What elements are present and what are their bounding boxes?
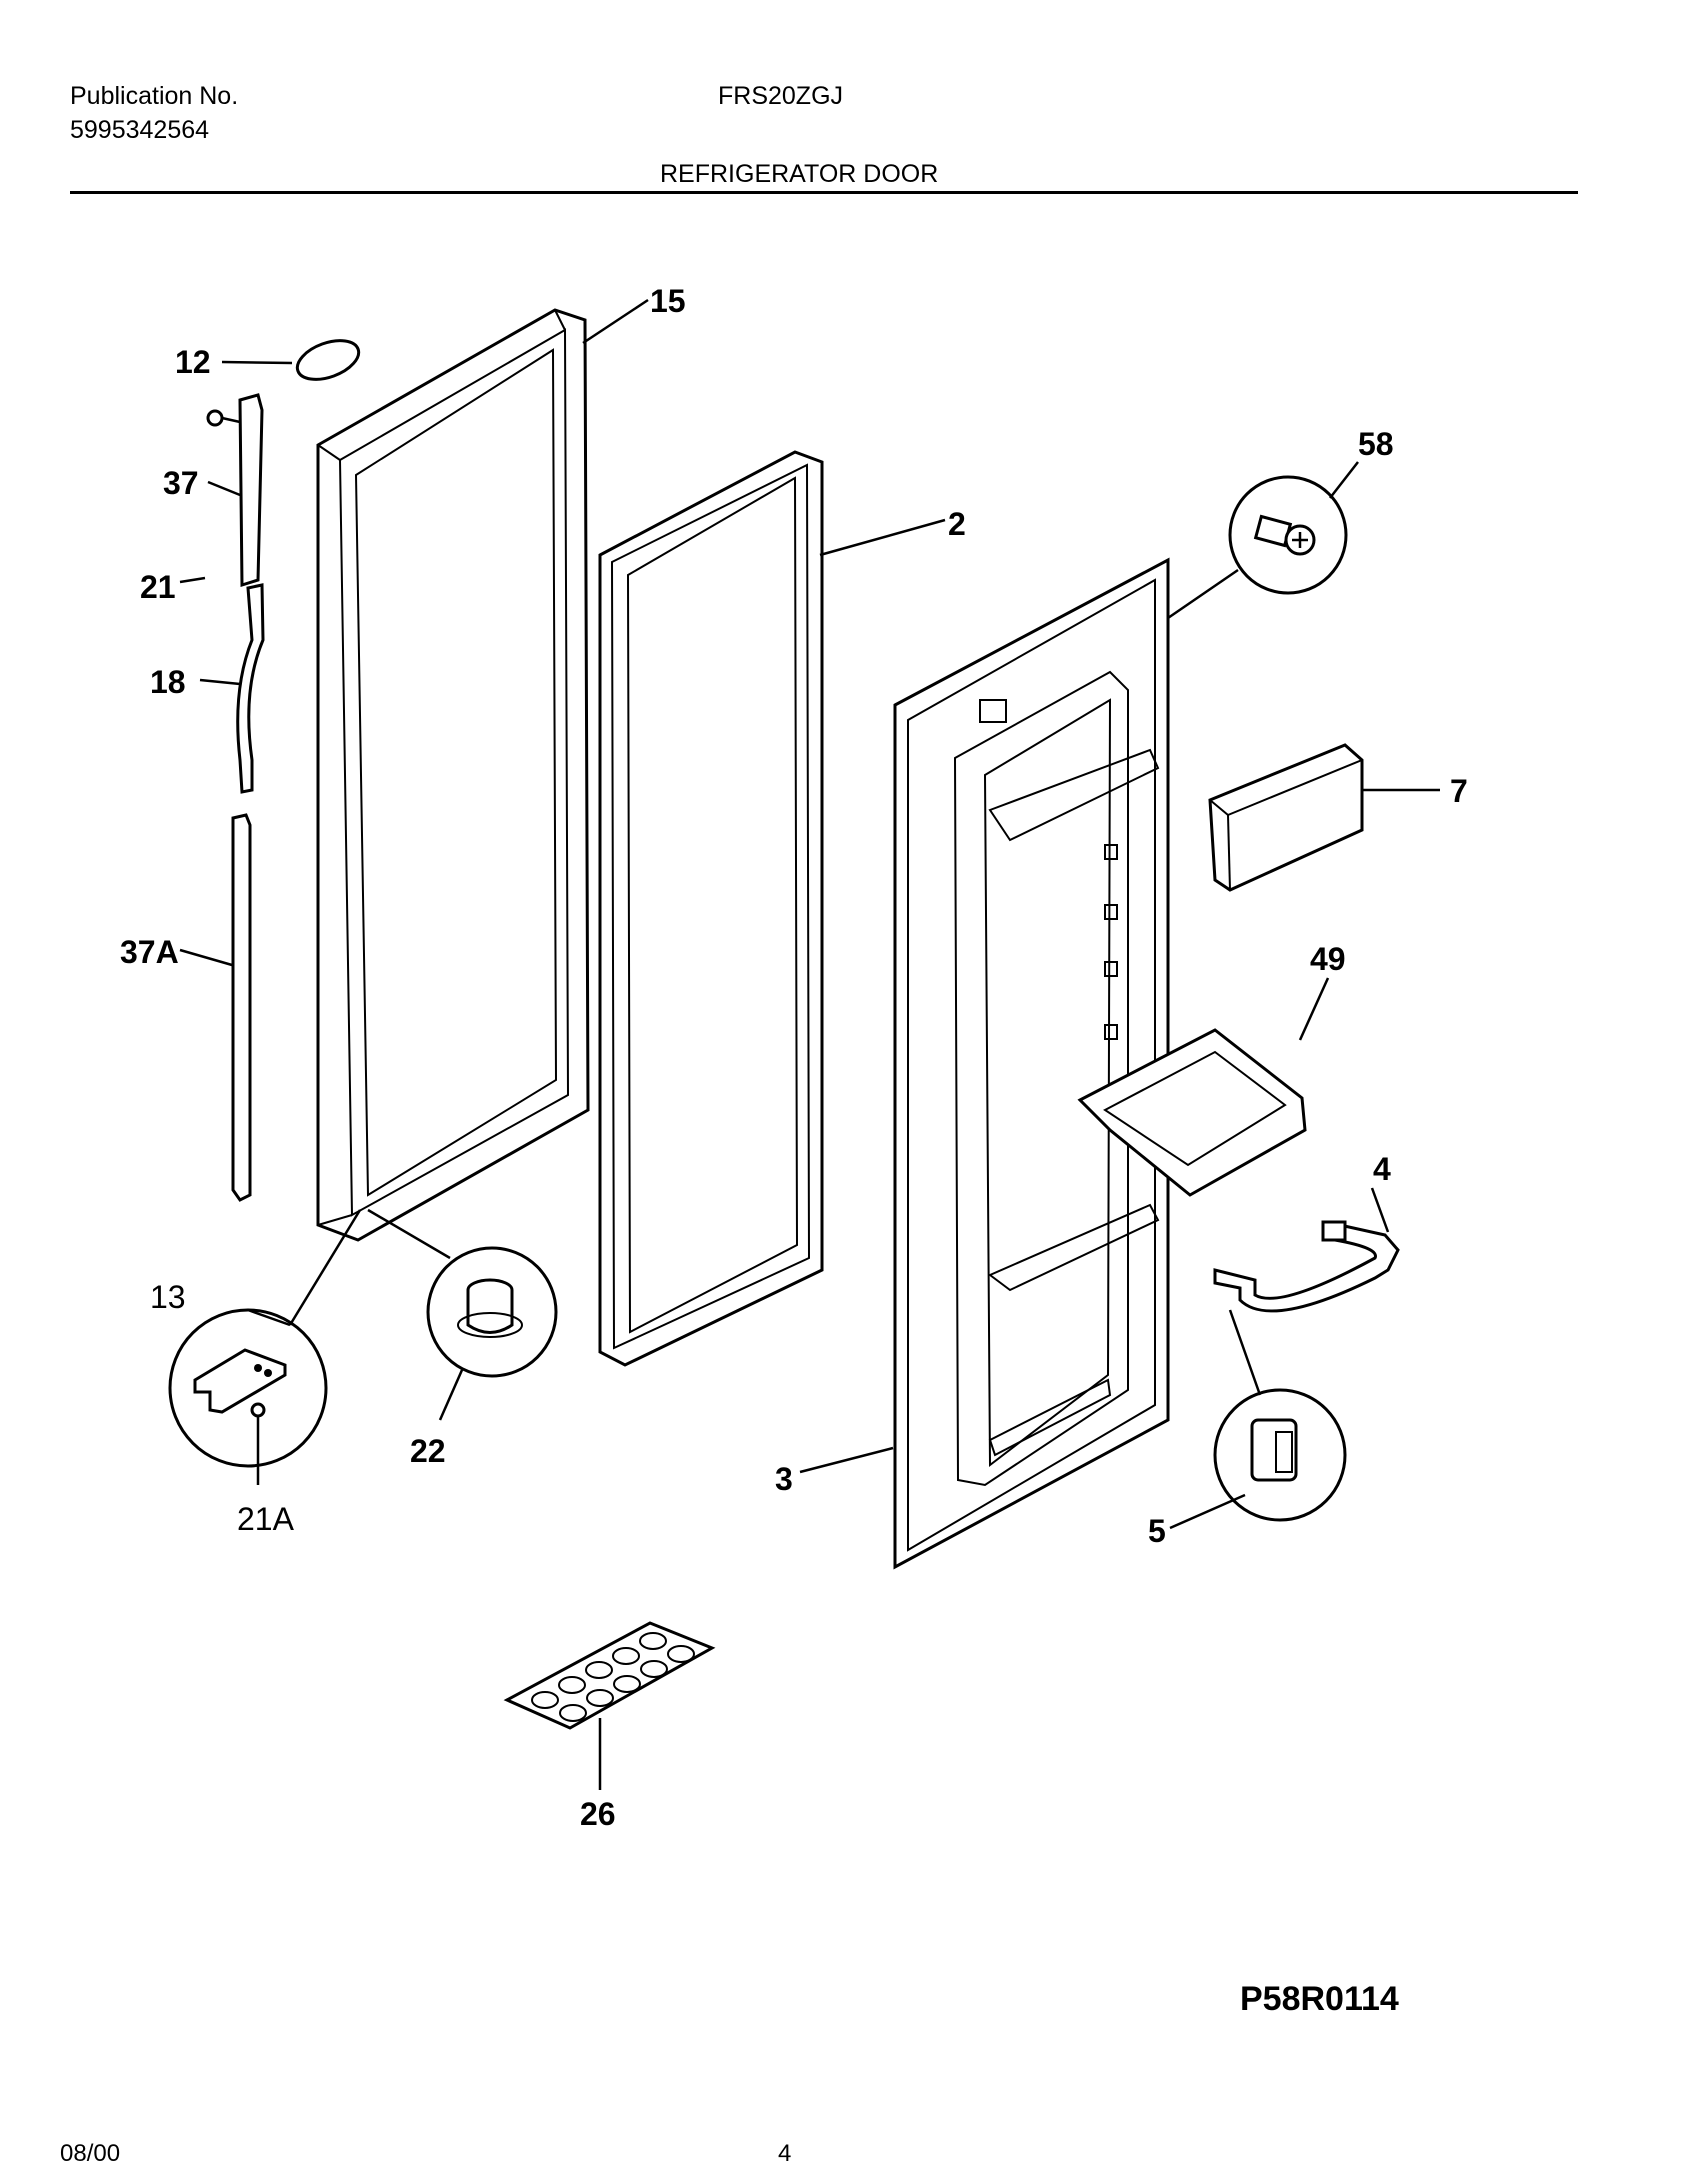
callout-3: 3 xyxy=(775,1461,793,1497)
callout-21: 21 xyxy=(140,569,176,605)
part-22-bushing-detail xyxy=(426,1246,558,1378)
model-number: FRS20ZGJ xyxy=(718,82,844,110)
callout-49: 49 xyxy=(1310,941,1346,977)
part-21-screw xyxy=(206,409,241,427)
publication-number: 5995342564 xyxy=(70,116,210,144)
callout-4: 4 xyxy=(1373,1151,1391,1187)
footer-date: 08/00 xyxy=(60,2140,121,2167)
part-7-dairy-door xyxy=(1208,743,1364,892)
part-26-egg-tray xyxy=(503,1621,716,1730)
part-4-retainer-bar xyxy=(1213,1220,1400,1313)
part-58-screw-detail xyxy=(1228,475,1348,595)
diagram-code: P58R0114 xyxy=(1240,1980,1399,2018)
callout-18: 18 xyxy=(150,664,186,700)
part-37-hinge-strip xyxy=(238,393,264,588)
callout-21a: 21A xyxy=(237,1501,295,1537)
part-13-hinge-detail xyxy=(168,1308,328,1468)
leader-lines xyxy=(179,298,1440,1790)
callout-12: 12 xyxy=(175,344,211,380)
part-2-door-gasket xyxy=(598,450,824,1367)
header-rule xyxy=(70,191,1578,194)
section-title: REFRIGERATOR DOOR xyxy=(660,160,939,188)
part-3-inner-door-liner xyxy=(893,557,1170,1570)
part-5-clip-detail xyxy=(1213,1388,1347,1522)
callout-15: 15 xyxy=(650,283,686,319)
callout-37: 37 xyxy=(163,465,199,501)
part-15-door-frame xyxy=(316,308,590,1242)
callout-5: 5 xyxy=(1148,1513,1166,1549)
callout-2: 2 xyxy=(948,506,966,542)
footer-page-number: 4 xyxy=(778,2140,792,2167)
part-12-oval-cap xyxy=(295,339,361,381)
part-49-door-bin xyxy=(1077,1028,1307,1197)
callout-7: 7 xyxy=(1450,773,1468,809)
callout-37a: 37A xyxy=(120,934,179,970)
part-37a-trim-strip xyxy=(231,813,252,1202)
callout-13: 13 xyxy=(150,1279,186,1315)
callout-58: 58 xyxy=(1358,426,1394,462)
callout-22: 22 xyxy=(410,1433,446,1469)
publication-label: Publication No. xyxy=(70,82,239,110)
callout-26: 26 xyxy=(580,1796,616,1832)
part-18-handle xyxy=(236,583,265,794)
